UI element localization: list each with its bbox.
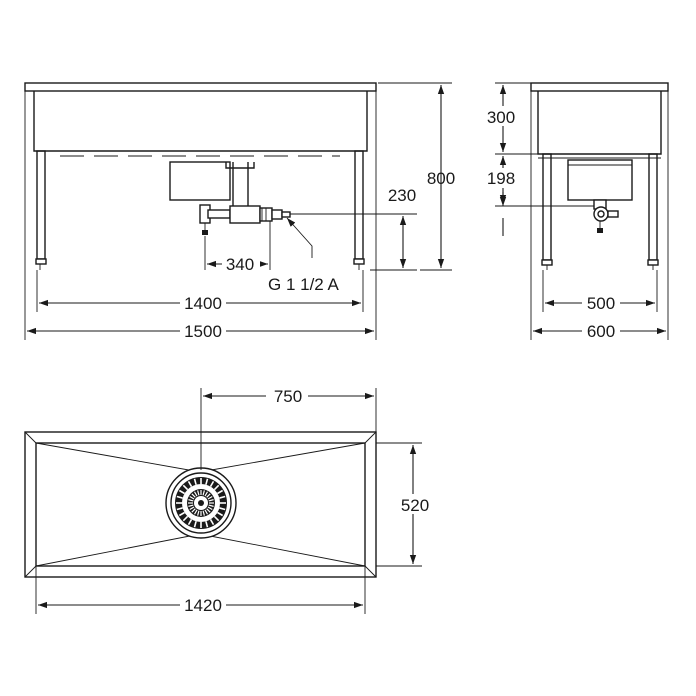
- dim-front-height: 800: [427, 169, 455, 188]
- side-sump-box: [567, 159, 633, 201]
- dim-front-outer-width: 1500: [184, 322, 222, 341]
- front-trap: [199, 204, 291, 235]
- dim-top-length: 1420: [184, 596, 222, 615]
- front-basin: [33, 91, 368, 152]
- thread-label: G 1 1/2 A: [268, 275, 340, 294]
- dim-side-outer-width: 600: [587, 322, 615, 341]
- front-rim: [24, 82, 377, 92]
- dim-side-drain-height: 198: [487, 169, 515, 188]
- side-foot-right: [647, 259, 659, 266]
- side-basin: [537, 91, 662, 155]
- side-foot-left: [541, 259, 553, 266]
- side-leg-left: [542, 153, 552, 261]
- dim-front-inner-width: 1400: [184, 294, 222, 313]
- front-leg-right: [354, 150, 364, 260]
- front-sump-box: [169, 161, 231, 201]
- dim-top-depth: 520: [401, 496, 429, 515]
- side-trap: [593, 199, 619, 233]
- top-outer-rim: [24, 431, 377, 578]
- drain-grate: [165, 467, 237, 539]
- top-view: 750 520 1420: [24, 385, 436, 615]
- dim-side-bowl-depth: 300: [487, 108, 515, 127]
- dim-top-drain-center: 750: [274, 387, 302, 406]
- top-inner-basin: [35, 442, 366, 567]
- side-leg-right: [648, 153, 658, 261]
- front-standpipe: [232, 162, 249, 209]
- side-view: 300 198 500 600: [482, 82, 669, 341]
- front-foot-right: [353, 258, 365, 265]
- dim-side-inner-width: 500: [587, 294, 615, 313]
- thread-leader: [286, 217, 313, 258]
- side-rim: [530, 82, 669, 92]
- dim-front-drain-offset: 340: [226, 255, 254, 274]
- front-foot-left: [35, 258, 47, 265]
- front-leg-left: [36, 150, 46, 260]
- dim-front-drain-height: 230: [388, 186, 416, 205]
- front-view: G 1 1/2 A 230 800 340 1400 1500: [24, 82, 455, 341]
- top-slope-lower: [35, 533, 366, 567]
